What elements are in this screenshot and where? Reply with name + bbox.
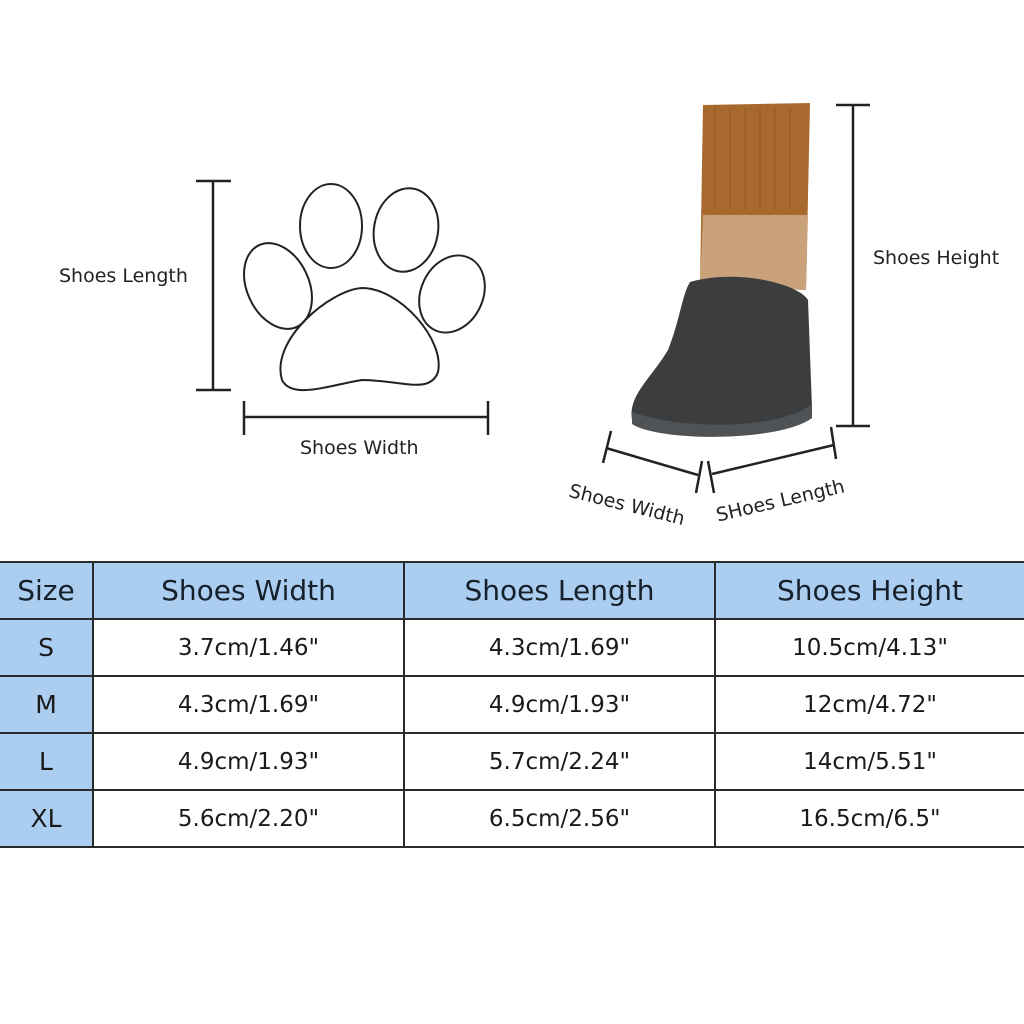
length-cell: 5.7cm/2.24"	[403, 732, 716, 791]
shoe-length-dimension	[706, 426, 838, 494]
paw-length-dimension	[196, 179, 231, 392]
height-cell: 12cm/4.72"	[714, 675, 1024, 734]
table-row: S 3.7cm/1.46" 4.3cm/1.69" 10.5cm/4.13"	[0, 618, 1024, 677]
paw-width-dimension	[242, 401, 490, 435]
table-row: L 4.9cm/1.93" 5.7cm/2.24" 14cm/5.51"	[0, 732, 1024, 791]
height-cell: 16.5cm/6.5"	[714, 789, 1024, 848]
height-cell: 10.5cm/4.13"	[714, 618, 1024, 677]
paw-width-label: Shoes Width	[300, 437, 419, 459]
size-table: Size Shoes Width Shoes Length Shoes Heig…	[0, 561, 1024, 848]
width-cell: 3.7cm/1.46"	[92, 618, 405, 677]
paw-icon	[243, 183, 486, 392]
height-cell: 14cm/5.51"	[714, 732, 1024, 791]
width-cell: 4.3cm/1.69"	[92, 675, 405, 734]
shoe-height-dimension	[836, 103, 870, 428]
table-row: XL 5.6cm/2.20" 6.5cm/2.56" 16.5cm/6.5"	[0, 789, 1024, 848]
header-height: Shoes Height	[714, 561, 1024, 620]
shoe-height-label: Shoes Height	[873, 247, 1000, 269]
paw-length-label: Shoes Length	[59, 265, 188, 287]
width-cell: 5.6cm/2.20"	[92, 789, 405, 848]
length-cell: 4.3cm/1.69"	[403, 618, 716, 677]
table-header-row: Size Shoes Width Shoes Length Shoes Heig…	[0, 561, 1024, 620]
size-cell: S	[0, 618, 94, 677]
size-cell: L	[0, 732, 94, 791]
size-cell: XL	[0, 789, 94, 848]
length-cell: 6.5cm/2.56"	[403, 789, 716, 848]
header-size: Size	[0, 561, 94, 620]
size-cell: M	[0, 675, 94, 734]
width-cell: 4.9cm/1.93"	[92, 732, 405, 791]
length-cell: 4.9cm/1.93"	[403, 675, 716, 734]
header-length: Shoes Length	[403, 561, 716, 620]
header-width: Shoes Width	[92, 561, 405, 620]
table-row: M 4.3cm/1.69" 4.9cm/1.93" 12cm/4.72"	[0, 675, 1024, 734]
shoe-width-dimension	[601, 430, 704, 494]
sock-shoe-icon	[631, 103, 812, 437]
diagram-art	[196, 103, 870, 494]
